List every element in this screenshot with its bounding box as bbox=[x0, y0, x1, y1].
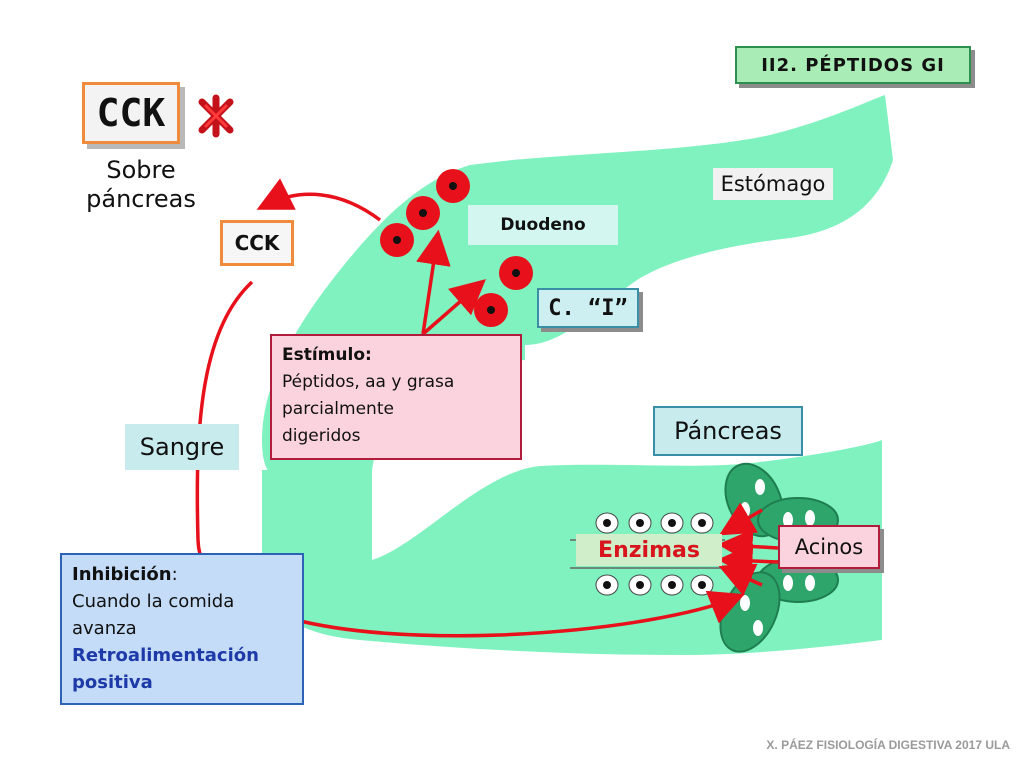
star-icon bbox=[198, 94, 234, 138]
arrow-stimulus-to-cells-2 bbox=[421, 279, 486, 336]
inhibition-colon: : bbox=[171, 564, 178, 585]
i-cell bbox=[474, 293, 508, 327]
target-label: Sobre páncreas bbox=[76, 156, 206, 214]
i-cells-label: C. “I” bbox=[537, 288, 639, 328]
i-cell bbox=[380, 223, 414, 257]
inhibition-feedback: Retroalimentación bbox=[72, 645, 259, 666]
blood-label: Sangre bbox=[125, 424, 239, 470]
arrow-acini-to-enzymes-1 bbox=[718, 502, 763, 536]
slide-title: II2. PÉPTIDOS GI bbox=[735, 46, 971, 84]
enzymes-label: Enzimas bbox=[576, 534, 722, 566]
footer-credit: X. PÁEZ FISIOLOGÍA DIGESTIVA 2017 ULA bbox=[766, 738, 1010, 752]
duodenum-label: Duodeno bbox=[468, 205, 618, 245]
inhibition-box: Inhibición: Cuando la comida avanza Retr… bbox=[60, 553, 304, 705]
stomach-label: Estómago bbox=[713, 168, 833, 200]
i-cell bbox=[406, 196, 440, 230]
stimulus-line: parcialmente bbox=[282, 399, 394, 419]
i-cells bbox=[380, 169, 533, 327]
inhibition-title: Inhibición bbox=[72, 564, 172, 585]
hormone-label: CCK bbox=[82, 82, 180, 144]
arrow-acini-to-enzymes-4 bbox=[718, 563, 763, 596]
stimulus-line: Péptidos, aa y grasa bbox=[282, 372, 455, 392]
stimulus-line: digeridos bbox=[282, 426, 361, 446]
inhibition-heading: Inhibición: bbox=[72, 561, 292, 588]
stimulus-box: Estímulo: Péptidos, aa y grasa parcialme… bbox=[270, 334, 522, 460]
cck-secreted-label: CCK bbox=[220, 220, 294, 266]
inhibition-feedback-2: positiva bbox=[72, 672, 153, 693]
pancreas-label: Páncreas bbox=[653, 406, 803, 456]
inhibition-line: Cuando la comida bbox=[72, 591, 235, 612]
target-line-1: Sobre bbox=[106, 156, 176, 184]
target-line-2: páncreas bbox=[86, 185, 196, 213]
acini-label: Acinos bbox=[778, 525, 880, 569]
arrow-cells-to-cck bbox=[256, 178, 382, 222]
inhibition-line: avanza bbox=[72, 618, 137, 639]
arrow-stimulus-to-cells-1 bbox=[416, 229, 451, 335]
stimulus-title: Estímulo: bbox=[282, 345, 372, 365]
i-cell bbox=[499, 256, 533, 290]
i-cell bbox=[436, 169, 470, 203]
arrow-acini-to-enzymes-3 bbox=[717, 543, 779, 579]
